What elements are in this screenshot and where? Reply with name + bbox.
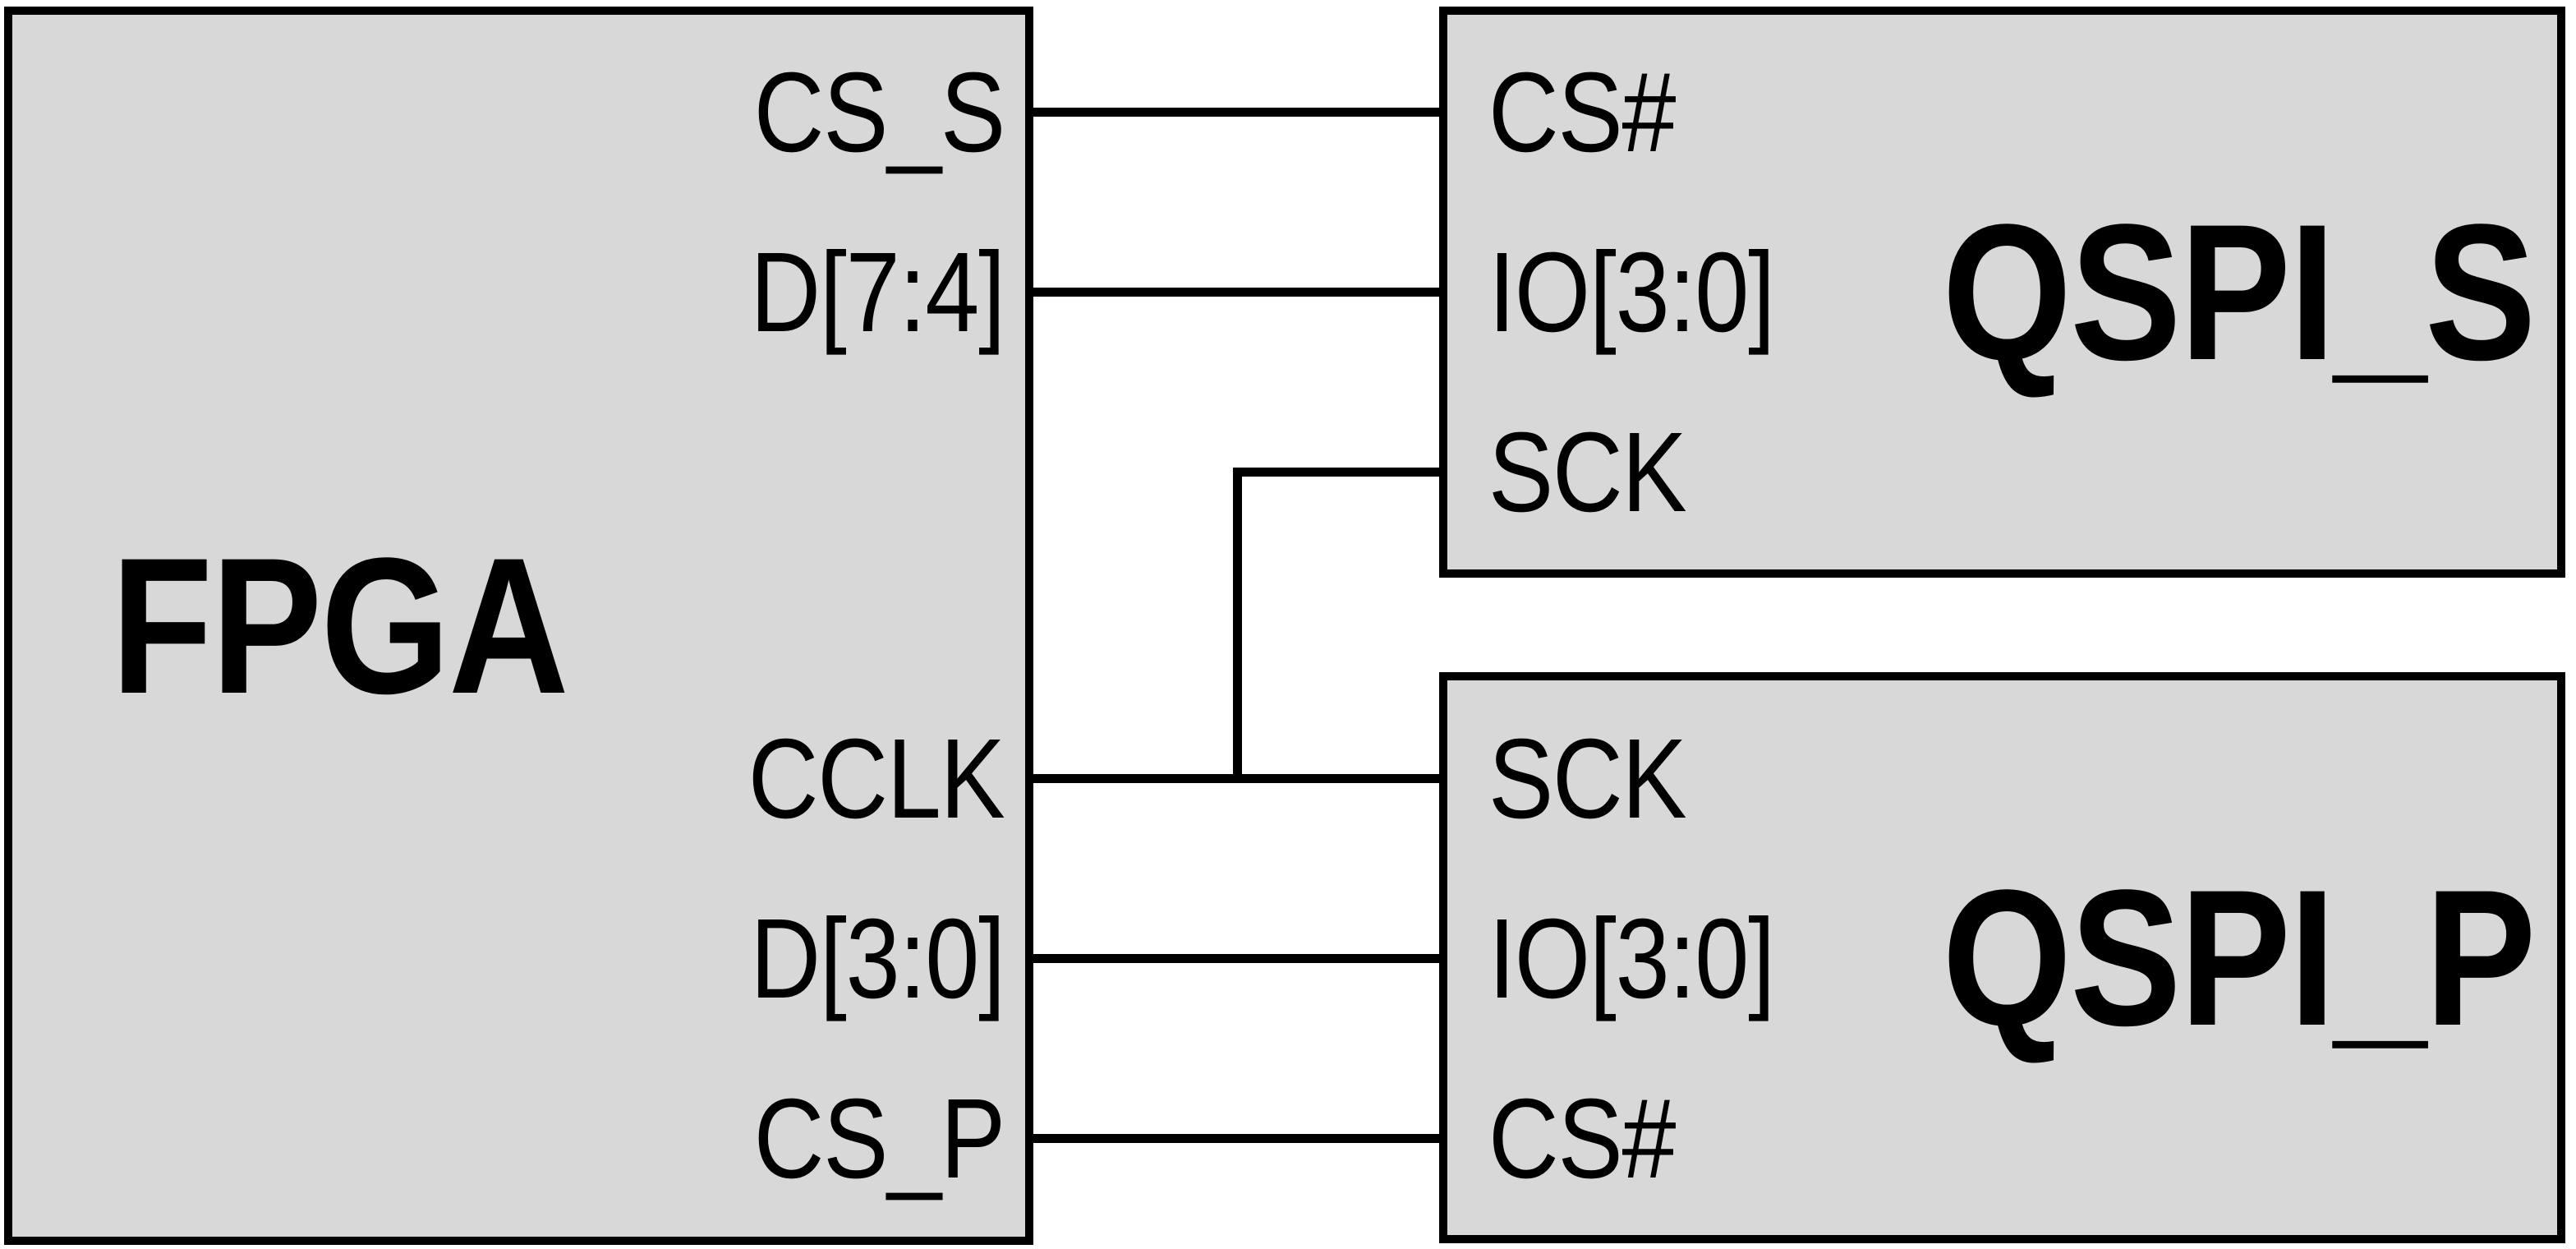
qspi-p-pin-sck: SCK bbox=[1488, 716, 1687, 842]
qspi-s-block: CS# IO[3:0] SCK QSPI_S bbox=[1439, 7, 2565, 578]
qspi-s-pin-cs: CS# bbox=[1488, 49, 1677, 176]
wire-cclk-branch-to-qspi-s-sck bbox=[1233, 468, 1439, 477]
qspi-s-pin-sck: SCK bbox=[1488, 409, 1687, 536]
fpga-pin-d74: D[7:4] bbox=[750, 229, 1005, 356]
qspi-p-label: QSPI_P bbox=[1941, 849, 2536, 1067]
qspi-p-pin-cs: CS# bbox=[1488, 1076, 1677, 1202]
fpga-pin-d30: D[3:0] bbox=[750, 896, 1005, 1022]
qspi-p-pin-io: IO[3:0] bbox=[1488, 896, 1775, 1022]
fpga-block: CS_S D[7:4] CCLK D[3:0] CS_P FPGA bbox=[4, 7, 1033, 1245]
wire-cclk-branch-vertical bbox=[1233, 468, 1242, 783]
wire-cs-s-to-cs bbox=[1033, 108, 1439, 117]
fpga-pin-cs-p: CS_P bbox=[753, 1076, 1005, 1202]
fpga-label: FPGA bbox=[111, 517, 569, 735]
fpga-pin-cs-s: CS_S bbox=[753, 49, 1005, 176]
qspi-p-block: SCK IO[3:0] CS# QSPI_P bbox=[1439, 672, 2565, 1243]
fpga-pin-cclk: CCLK bbox=[748, 716, 1005, 842]
wire-d30-to-io bbox=[1033, 954, 1439, 963]
wire-cs-p-to-cs bbox=[1033, 1134, 1439, 1143]
qspi-s-label: QSPI_S bbox=[1941, 183, 2536, 401]
wire-cclk-to-qspi-p-sck bbox=[1033, 774, 1439, 783]
qspi-s-pin-io: IO[3:0] bbox=[1488, 229, 1775, 356]
wire-d74-to-io bbox=[1033, 288, 1439, 297]
